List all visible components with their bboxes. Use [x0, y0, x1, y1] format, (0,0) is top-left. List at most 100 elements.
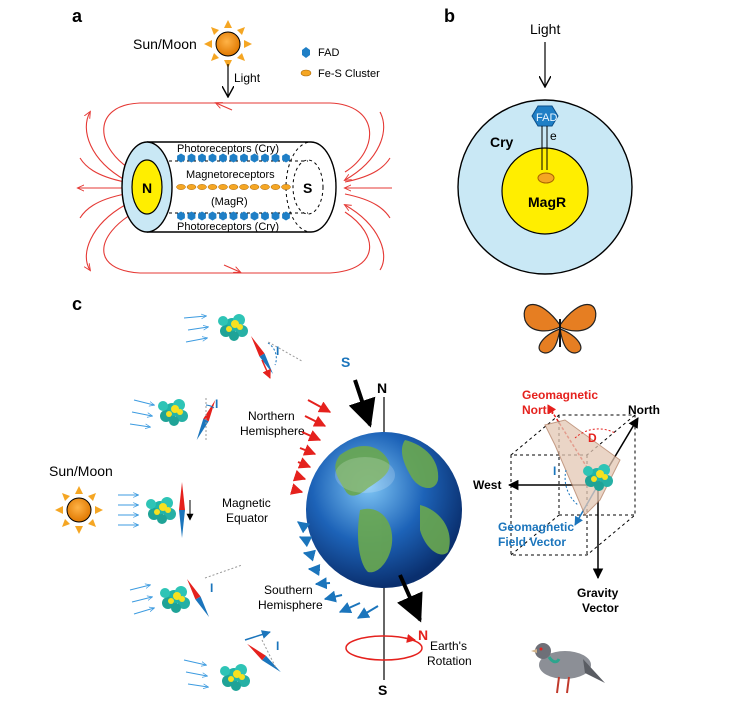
protein-structure-icon [220, 664, 250, 691]
fad-hexagon-icon [219, 153, 227, 163]
compass-needle-bottom [247, 643, 281, 673]
cry-label: Cry [490, 134, 514, 150]
continents-icon [335, 440, 450, 573]
west-label: West [473, 478, 501, 492]
fad-hexagon-icon [282, 153, 290, 163]
panel-c: c Sun/Moon [49, 294, 660, 698]
sun-moon-label-c: Sun/Moon [49, 463, 113, 479]
geomagnetic-label: Geomagnetic [522, 388, 598, 402]
fad-hexagon-icon [229, 153, 238, 163]
fe-s-cluster-icon [239, 184, 249, 190]
panel-a-label: a [72, 6, 83, 26]
fad-hexagon-icon [208, 211, 217, 221]
fad-hexagon-icon [187, 153, 196, 163]
light-arrows-top [183, 316, 208, 343]
fad-hexagon-icon [229, 211, 238, 221]
fad-hexagon-icon [240, 153, 248, 163]
light-arrows-equator [118, 495, 138, 525]
geomagnetic-field-label-1: Geomagnetic [498, 520, 574, 534]
compass-needle-equator [179, 482, 185, 538]
inclination-label-1: I [276, 344, 279, 358]
earth-rotation-ellipse [345, 635, 423, 661]
fe-s-cluster-icon [218, 184, 228, 190]
magnetoreceptors-label: Magnetoreceptors [186, 169, 275, 181]
butterfly-icon [523, 304, 597, 354]
magr-label-b: MagR [528, 194, 566, 210]
hemisphere-label-south: Hemisphere [258, 598, 323, 612]
field-arrows-red [289, 399, 332, 495]
fad-hexagon-icon [198, 211, 206, 221]
declination-label: D [588, 431, 597, 445]
vector-label: Vector [582, 601, 619, 615]
northern-label: Northern [248, 409, 295, 423]
magnetic-label: Magnetic [222, 496, 271, 510]
fad-hexagon-icon [219, 211, 227, 221]
fad-hexagon-icon [208, 153, 217, 163]
fad-hexagon-icon [282, 211, 290, 221]
legend-fad-label: FAD [318, 47, 339, 59]
fe-s-cluster-icon [228, 184, 239, 190]
fad-hexagon-icon [302, 47, 310, 58]
fe-s-cluster-icon [260, 184, 270, 190]
fad-hexagon-icon [250, 211, 259, 221]
sun-icon [204, 20, 252, 68]
light-arrows-bottom [183, 659, 208, 687]
compass-needle-south [187, 578, 209, 618]
magr-circle [501, 147, 589, 235]
fe-s-cluster-icon [207, 184, 218, 190]
earths-label: Earth's [430, 639, 467, 653]
panel-b: b Light FAD e Cry MagR [444, 6, 633, 275]
fe-s-cluster-icon [270, 184, 281, 190]
fad-hexagon-icon [271, 211, 280, 221]
geographic-south-label: S [378, 682, 387, 698]
fad-hexagon-icon [261, 153, 269, 163]
light-label: Light [234, 71, 261, 85]
fe-s-cluster-icon [176, 184, 186, 190]
fad-row-bottom [177, 211, 290, 221]
inclination-label-4: I [276, 639, 279, 653]
magnetic-s-label: S [341, 354, 350, 370]
gravity-label: Gravity [577, 586, 619, 600]
magnetic-n-label: N [418, 627, 428, 643]
panel-c-label: c [72, 294, 82, 314]
fad-hexagon-icon [531, 105, 559, 127]
rotation-label: Rotation [427, 654, 472, 668]
magnetic-axis-arrow-bottom [396, 574, 423, 623]
fad-hexagon-icon [187, 211, 196, 221]
panel-b-label: b [444, 6, 455, 26]
magr-label: (MagR) [211, 196, 248, 208]
inclination-label-box: I [553, 464, 556, 478]
protein-structure-icon [218, 314, 248, 341]
magnetic-field-lines [78, 103, 392, 274]
fe-s-cluster-icon [281, 184, 291, 190]
fad-label-b: FAD [536, 112, 557, 124]
fad-row-top [177, 153, 290, 163]
protein-structure-icon [146, 497, 176, 524]
light-label-b: Light [530, 21, 560, 37]
fad-hexagon-icon [271, 153, 280, 163]
fe-s-cluster-icon [186, 184, 197, 190]
north-label: North [628, 403, 660, 417]
fad-hexagon-icon [198, 153, 206, 163]
south-pole-label: S [303, 180, 312, 196]
inclination-label-3: I [210, 581, 213, 595]
light-arrows-south [129, 585, 154, 615]
geographic-north-label: N [377, 380, 387, 396]
fe-s-cluster-icon [300, 69, 312, 77]
declination-plane [544, 419, 621, 516]
fad-hexagon-icon [261, 211, 269, 221]
geomagnetic-north-label: North [522, 403, 554, 417]
photoreceptors-top-label: Photoreceptors (Cry) [177, 143, 279, 155]
geomagnetic-field-label-2: Field Vector [498, 535, 566, 549]
field-arrows-blue [297, 521, 379, 619]
magnetic-axis-arrow-top [348, 379, 376, 428]
sun-icon [55, 486, 103, 534]
fe-s-cluster-icon [197, 184, 207, 190]
north-pole-label: N [142, 180, 152, 196]
fad-hexagon-icon [250, 153, 259, 163]
light-arrows-north [129, 399, 154, 427]
fad-hexagon-icon [177, 153, 185, 163]
equator-label: Equator [226, 511, 268, 525]
electron-label: e [550, 129, 557, 143]
protein-structure-icon [158, 399, 188, 426]
